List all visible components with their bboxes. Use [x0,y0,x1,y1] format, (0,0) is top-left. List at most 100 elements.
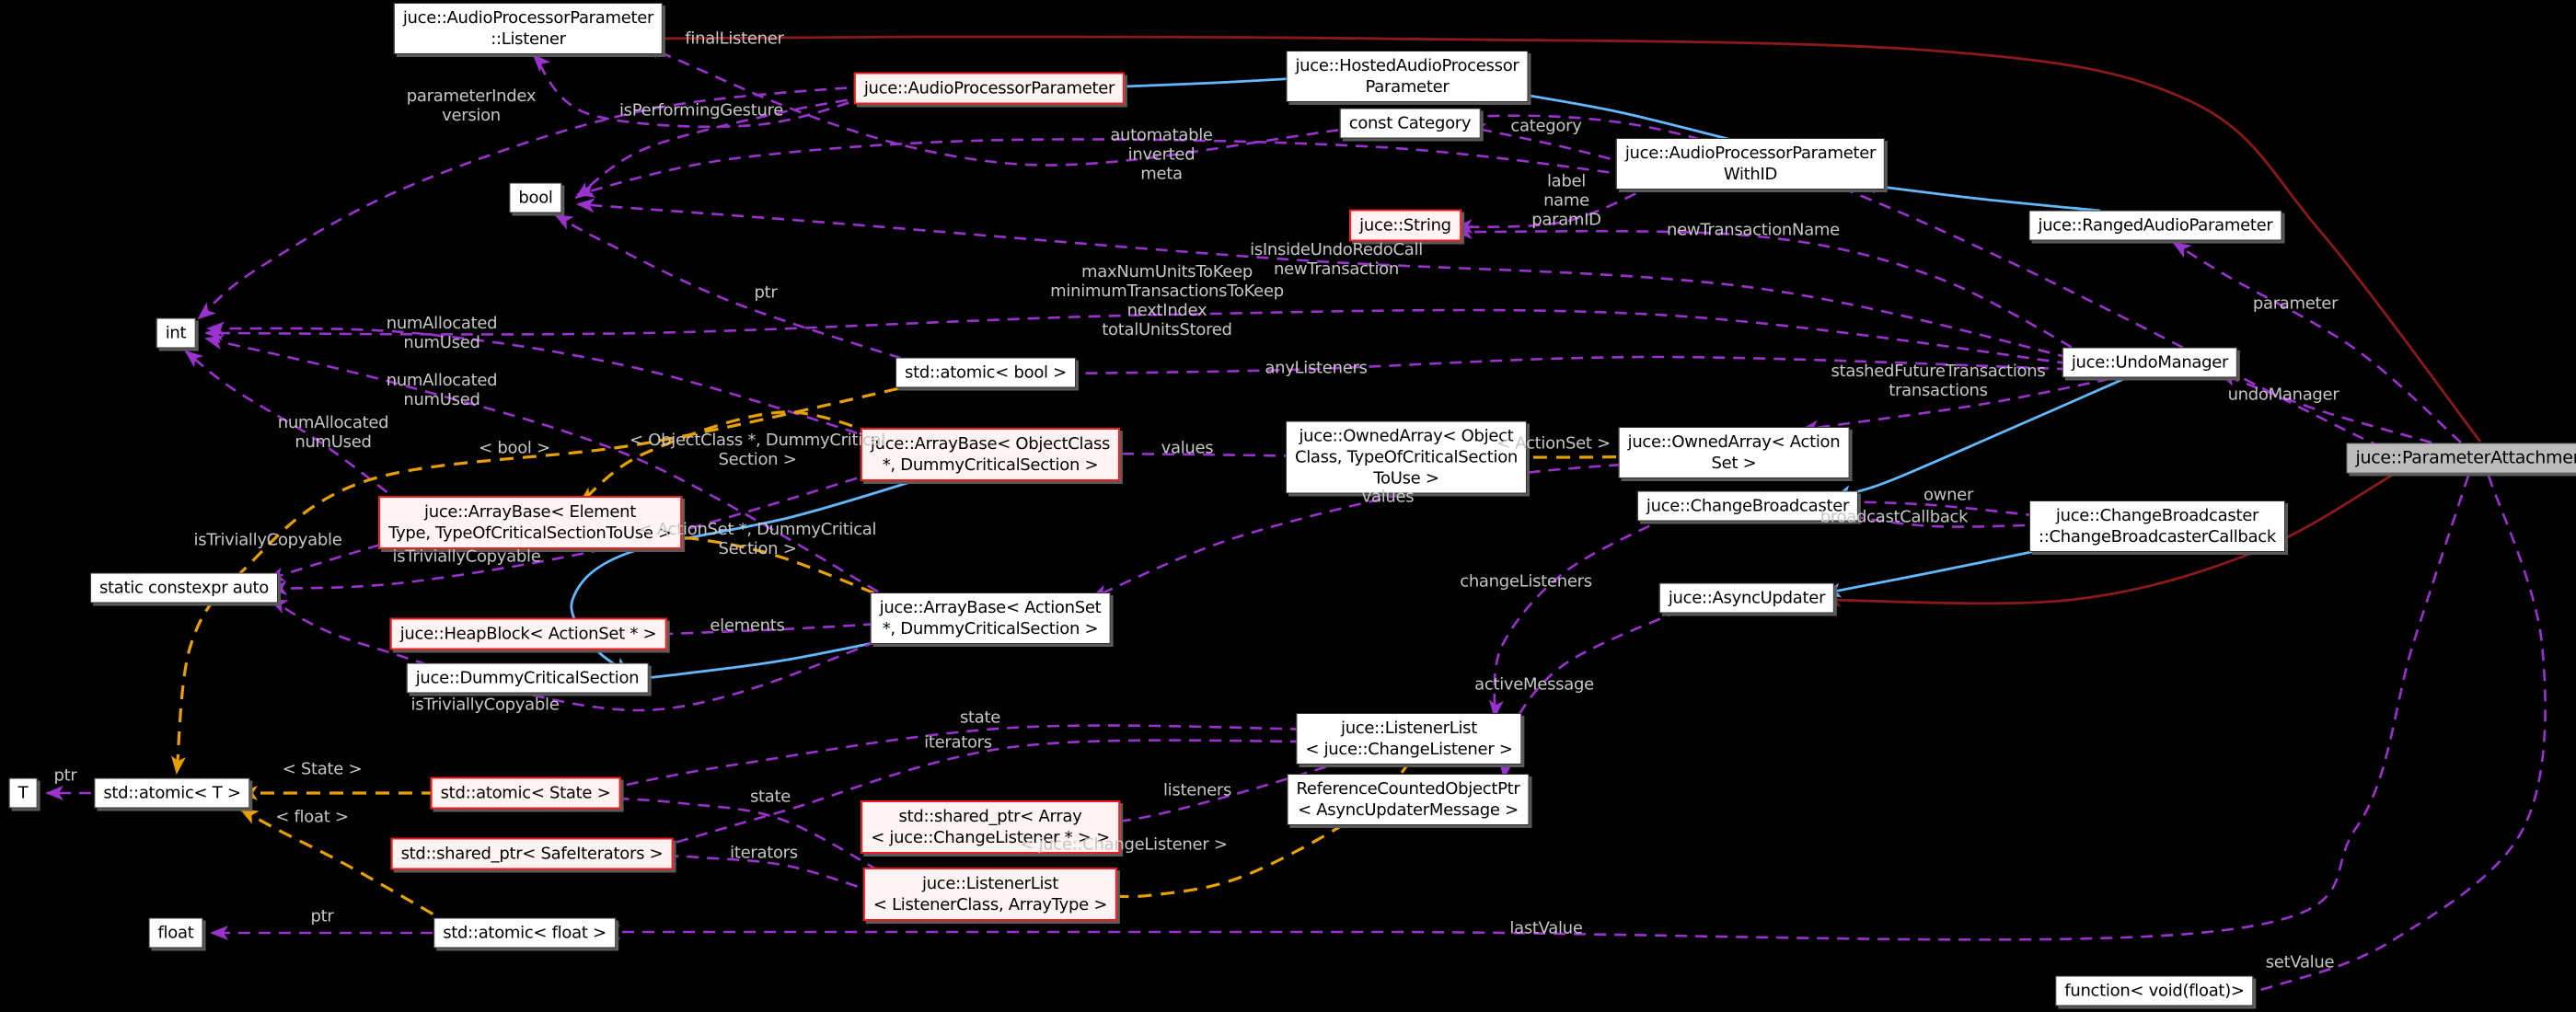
ranged-to-withid-edge [1857,178,2101,213]
edge-label: activeMessage [1474,674,1594,695]
edge-label: label name paramID [1531,171,1601,230]
withid-to-hosted-edge [1506,87,1747,145]
automatable-edge [576,138,1650,198]
< float >-edge [239,808,454,927]
undo-manager-node[interactable]: juce::UndoManager [2062,347,2238,378]
refcounted-asyncupdatermessage-node[interactable]: ReferenceCountedObjectPtr< AsyncUpdaterM… [1287,774,1530,825]
numAllocated-edge [204,335,896,604]
numAllocated-edge [206,321,896,447]
edge-label: setValue [2265,952,2335,972]
edge-label: values [1361,487,1415,507]
isPerformingGesture-edge [574,92,888,200]
lastValue-edge [602,475,2470,941]
bool-node[interactable]: bool [509,182,562,213]
atomic-state-node[interactable]: std::atomic< State > [430,776,621,810]
stashedFutureTransactions-edge [1800,377,2110,435]
edge-label: isTriviallyCopyable [193,530,342,550]
float-node[interactable]: float [148,917,203,949]
elements-edge [641,621,896,642]
newTransactionName-edge [1454,224,2090,359]
inherit-asyncupdater-edge [1822,473,2394,608]
edge-label: stashedFutureTransactions transactions [1831,362,2046,400]
edge-label: numAllocated numUsed [277,413,389,452]
heapblock-actionset-node[interactable]: juce::HeapBlock< ActionSet * > [389,617,667,650]
apparam-listener-node[interactable]: juce::AudioProcessorParameter::Listener [393,3,664,54]
edge-label: elements [710,615,785,636]
edge-label: < bool > [479,438,550,458]
edge-label: parameterIndex version [406,86,537,125]
ranged-audio-parameter-node[interactable]: juce::RangedAudioParameter [2028,210,2282,241]
activeMessage-edge [1498,609,1680,779]
edge-label: < State > [282,759,363,779]
numAllocated-edge [184,350,420,519]
sharedptr-safeiterators-node[interactable]: std::shared_ptr< SafeIterators > [390,837,674,870]
< ObjectClass *, DummyCritical-edge [578,410,896,505]
arraybase-actionset-node[interactable]: juce::ArrayBase< ActionSet*, DummyCritic… [870,592,1111,644]
finalListener-edge [641,43,2383,449]
< bool >-edge [170,382,921,775]
juce-string-node[interactable]: juce::String [1349,209,1461,242]
T-node[interactable]: T [8,777,38,809]
edge-label: maxNumUnitsToKeep minimumTransactionsToK… [1050,262,1284,339]
atomic-bool-node[interactable]: std::atomic< bool > [895,357,1076,388]
edge-label: ptr [310,906,334,926]
edge-label: anyListeners [1265,358,1368,378]
arraybase-action-to-dcs-edge [627,637,896,685]
edge-label: automatable inverted meta [1110,125,1213,184]
edge-label: ptr [53,765,77,786]
edge-label: < ActionSet > [1496,433,1611,454]
change-broadcaster-callback-node[interactable]: juce::ChangeBroadcaster::ChangeBroadcast… [2029,500,2285,552]
app-to-listener-edge [532,53,888,129]
static-constexpr-auto-node[interactable]: static constexpr auto [89,572,279,604]
atomic-float-node[interactable]: std::atomic< float > [433,917,616,949]
edge-label: ptr [754,282,778,303]
edge-label: iterators [924,732,992,753]
int-node[interactable]: int [156,317,196,349]
parameter-edge [2172,241,2462,443]
changeListeners-edge [1488,515,1669,719]
iterators-edge [648,739,1323,853]
edge-label: < ObjectClass *, DummyCritical Section > [630,431,885,469]
iterators-edge [648,848,896,902]
edge-label: < juce::ChangeListener > [1020,834,1228,855]
change-broadcaster-node[interactable]: juce::ChangeBroadcaster [1636,490,1859,522]
edge-label: newTransactionName [1667,220,1840,240]
edge-label: parameter [2252,293,2339,314]
edge-label: < ActionSet *, DummyCritical Section > [638,520,877,558]
edge-label: numAllocated numUsed [386,314,498,352]
parameter-attachment-node: juce::ParameterAttachment [2346,443,2576,474]
sharedptr-array-changelistener-node[interactable]: std::shared_ptr< Array< juce::ChangeList… [861,800,1120,854]
edge-label: iterators [730,843,798,863]
edge-label: broadcastCallback [1819,507,1969,527]
const-category-node[interactable]: const Category [1339,108,1481,139]
dummy-critical-section-node[interactable]: juce::DummyCriticalSection [406,662,649,694]
edge-label: listeners [1162,780,1232,800]
undoManager-edge [2218,372,2432,444]
values-edge [1090,460,1662,600]
state-edge [598,791,896,882]
edge-label: undoManager [2227,385,2339,405]
arraybase-objectclass-node[interactable]: juce::ArrayBase< ObjectClass*, DummyCrit… [860,428,1121,481]
edge-label: finalListener [685,29,784,49]
listenerlist-changelistener-node[interactable]: juce::ListenerList< juce::ChangeListener… [1296,713,1522,765]
ptr-edge [554,213,921,366]
edge-label: values [1161,438,1214,458]
function-void-float-node[interactable]: function< void(float)> [2055,975,2254,1006]
atomic-T-node[interactable]: std::atomic< T > [94,777,250,809]
audio-processor-parameter-node[interactable]: juce::AudioProcessorParameter [853,72,1126,105]
edge-label: isTriviallyCopyable [410,695,560,715]
listenerlist-template-node[interactable]: juce::ListenerList< ListenerClass, Array… [862,868,1118,921]
async-updater-node[interactable]: juce::AsyncUpdater [1658,582,1835,614]
edge-label: numAllocated numUsed [386,371,498,409]
isInsideUndoRedoCall-edge [576,198,2090,364]
edge-label: changeListeners [1460,571,1592,592]
isTriviallyCopyable-edge [269,465,896,596]
undomanager-to-changebroadcaster-edge [1833,375,2129,500]
